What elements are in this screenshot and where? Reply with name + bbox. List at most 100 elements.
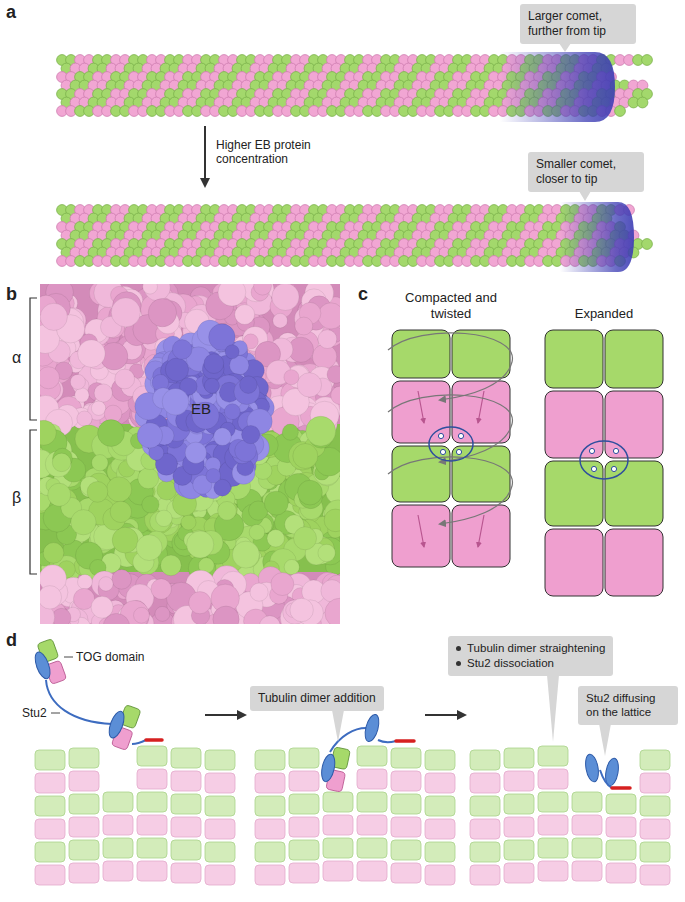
atom-blob <box>98 420 125 447</box>
eb-blob <box>214 428 232 446</box>
lattice-tubulin <box>35 819 65 839</box>
atom-blob <box>155 606 170 621</box>
atom-blob <box>250 583 268 601</box>
atom-blob <box>331 386 340 404</box>
atom-blob <box>187 531 214 558</box>
tubulin-monomer <box>545 330 603 388</box>
atom-blob <box>78 574 93 589</box>
atom-blob <box>78 340 106 368</box>
atom-blob <box>284 559 299 574</box>
eb-blob <box>185 442 206 463</box>
atom-blob <box>40 420 56 445</box>
tubulin-monomer <box>392 330 450 378</box>
atom-blob <box>148 298 176 326</box>
tubulin-subunit <box>637 97 648 108</box>
tubulin-monomer <box>452 330 510 378</box>
tubulin-monomer <box>452 446 510 502</box>
atom-blob <box>232 541 259 568</box>
atom-blob <box>264 491 288 515</box>
twist-arrow <box>388 333 512 400</box>
lattice-tubulin <box>35 796 65 816</box>
eb-blob <box>162 388 189 415</box>
atom-blob <box>112 570 132 590</box>
tubulin-subunit <box>642 55 653 66</box>
atom-blob <box>254 284 272 295</box>
atom-blob <box>75 388 89 402</box>
tubulin-monomer <box>392 381 450 443</box>
lattice-tubulin <box>69 840 99 860</box>
atom-blob <box>43 543 64 564</box>
tubulin-monomer <box>545 461 603 526</box>
eb-blob <box>172 340 192 360</box>
atom-blob <box>70 374 85 389</box>
twist-arrow <box>478 515 484 547</box>
atom-blob <box>297 373 321 397</box>
atom-blob <box>48 483 71 506</box>
atom-blob <box>40 586 62 609</box>
atom-blob <box>40 303 67 330</box>
atom-blob <box>325 598 340 624</box>
contact-dot <box>440 449 445 454</box>
atom-blob <box>111 298 140 327</box>
bracket <box>30 430 37 574</box>
atom-blob <box>290 598 313 621</box>
atom-blob <box>324 509 340 532</box>
tubulin-monomer <box>605 461 663 526</box>
atom-blob <box>284 370 299 385</box>
atom-blob <box>298 480 323 505</box>
lattice-tubulin <box>69 817 99 837</box>
atom-blob <box>136 535 162 561</box>
atom-blob <box>306 416 336 446</box>
tubulin-monomer <box>392 446 450 502</box>
atom-blob <box>295 317 313 335</box>
atom-blob <box>156 510 172 526</box>
atom-blob <box>235 305 255 325</box>
contact-dot <box>438 433 443 438</box>
atom-blob <box>138 468 159 489</box>
tubulin-subunit <box>642 239 653 250</box>
atom-blob <box>134 607 150 623</box>
tubulin-monomer <box>605 330 663 388</box>
atom-blob <box>218 284 246 306</box>
tubulin-subunit <box>615 106 626 117</box>
contact-dot <box>458 433 463 438</box>
atom-blob <box>289 442 317 470</box>
atom-blob <box>259 616 280 624</box>
atom-blob <box>87 481 108 502</box>
atom-blob <box>282 424 298 440</box>
eb-blob <box>242 425 260 443</box>
lattice-tubulin <box>35 773 65 793</box>
atom-blob <box>271 573 294 596</box>
eb-comet <box>500 52 615 122</box>
atom-blob <box>157 480 177 500</box>
tubulin-monomer <box>545 391 603 458</box>
beta-region <box>40 424 340 574</box>
contact-dot <box>589 448 594 453</box>
lattice-tubulin <box>69 771 99 791</box>
lattice-tubulin <box>69 863 99 883</box>
atom-blob <box>151 579 171 599</box>
lattice-surface <box>40 284 340 624</box>
tubulin-monomer <box>545 529 603 596</box>
contact-dot <box>456 449 461 454</box>
alpha-region <box>40 284 340 426</box>
atom-blob <box>40 367 60 389</box>
eb-site <box>429 427 473 461</box>
atom-blob <box>294 527 317 550</box>
atom-blob <box>91 401 105 415</box>
atom-blob <box>142 496 159 513</box>
tubulin-monomer <box>605 529 663 596</box>
atom-blob <box>112 527 138 553</box>
atom-blob <box>99 577 113 591</box>
contact-dot <box>611 466 616 471</box>
contact-dot <box>591 466 596 471</box>
lattice-tubulin <box>69 794 99 814</box>
twist-arrow <box>388 457 512 524</box>
process-arrow <box>204 126 206 186</box>
atom-blob <box>213 606 239 624</box>
twist-arrow <box>418 391 424 423</box>
atom-blob <box>189 398 211 420</box>
atom-blob <box>52 453 71 472</box>
